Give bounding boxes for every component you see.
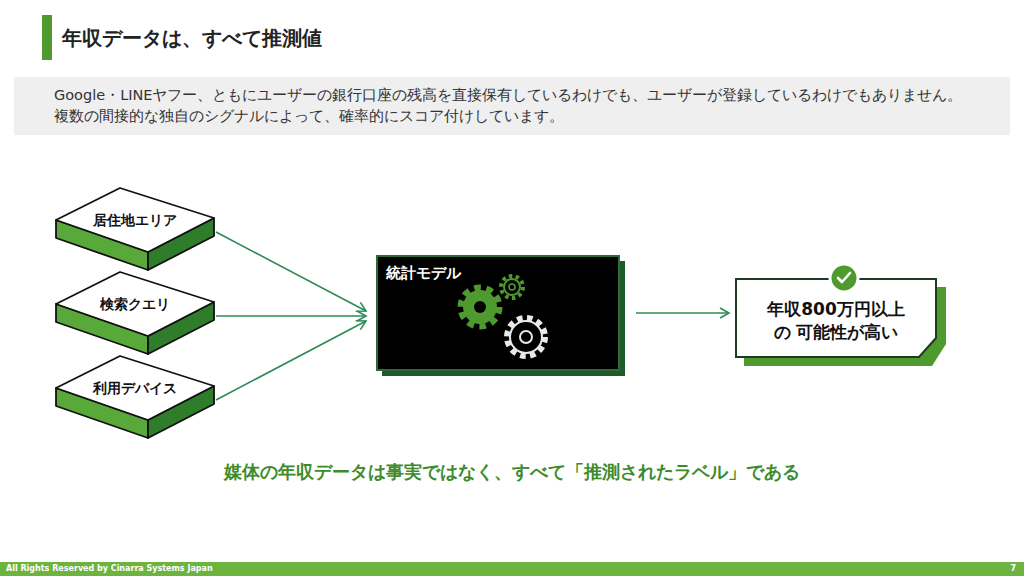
tile-shape (54, 186, 216, 274)
gear-teeth (461, 288, 499, 326)
title-accent-bar (42, 15, 52, 60)
tile-top-face (56, 272, 214, 336)
page-number: 7 (1010, 563, 1016, 575)
flow-arrow (216, 232, 366, 311)
result-text-box: 年収800万円以上の 可能性が高い (765, 298, 907, 344)
input-tile: 検索クエリ (54, 270, 216, 358)
flow-arrow (216, 315, 366, 317)
flow-arrow (216, 321, 366, 400)
flow-arrow (636, 312, 729, 314)
tile-shape (54, 270, 216, 358)
footer-bar (0, 562, 1024, 576)
gear-body (463, 290, 497, 324)
tile-shape (54, 354, 216, 442)
gear-hole (520, 331, 532, 343)
tile-top-face (56, 356, 214, 420)
tile-top-face (56, 188, 214, 252)
node-text: Google・LINEヤフー、ともにユーザーの銀行口座の残高を直接保有しているわ… (54, 85, 974, 127)
node-text: 検索クエリ (100, 295, 170, 313)
node-text: 利用デバイス (93, 379, 177, 397)
input-tile: 利用デバイス (54, 354, 216, 442)
result-box: 年収800万円以上の 可能性が高い (735, 278, 937, 358)
tile-label-box: 居住地エリア (76, 208, 194, 232)
node-text: 統計モデル (386, 263, 461, 283)
model-frame (377, 256, 619, 370)
copyright-text: All Rights Reserved by Cinarra Systems J… (6, 563, 213, 575)
input-tile: 居住地エリア (54, 186, 216, 274)
node-text: 居住地エリア (93, 211, 177, 229)
tile-label-box: 利用デバイス (76, 376, 194, 400)
node-text: 年収800万円以上の 可能性が高い (765, 298, 907, 344)
conclusion-text: 媒体の年収データは事実ではなく、すべて「推測されたラベル」である (0, 460, 1024, 484)
slide-title: 年収データは、すべて推測値 (62, 24, 322, 52)
check-mark (838, 273, 850, 282)
check-badge (830, 264, 858, 292)
gear-teeth (501, 276, 523, 298)
model-box: 統計モデル (376, 255, 626, 377)
gear-hole (509, 284, 515, 290)
tile-label-box: 検索クエリ (76, 292, 194, 316)
note-panel: Google・LINEヤフー、ともにユーザーの銀行口座の残高を直接保有しているわ… (14, 77, 1010, 135)
gear-hole (474, 301, 486, 313)
gear-teeth (507, 318, 545, 356)
gear-body (510, 321, 542, 353)
gear-body (504, 279, 520, 295)
